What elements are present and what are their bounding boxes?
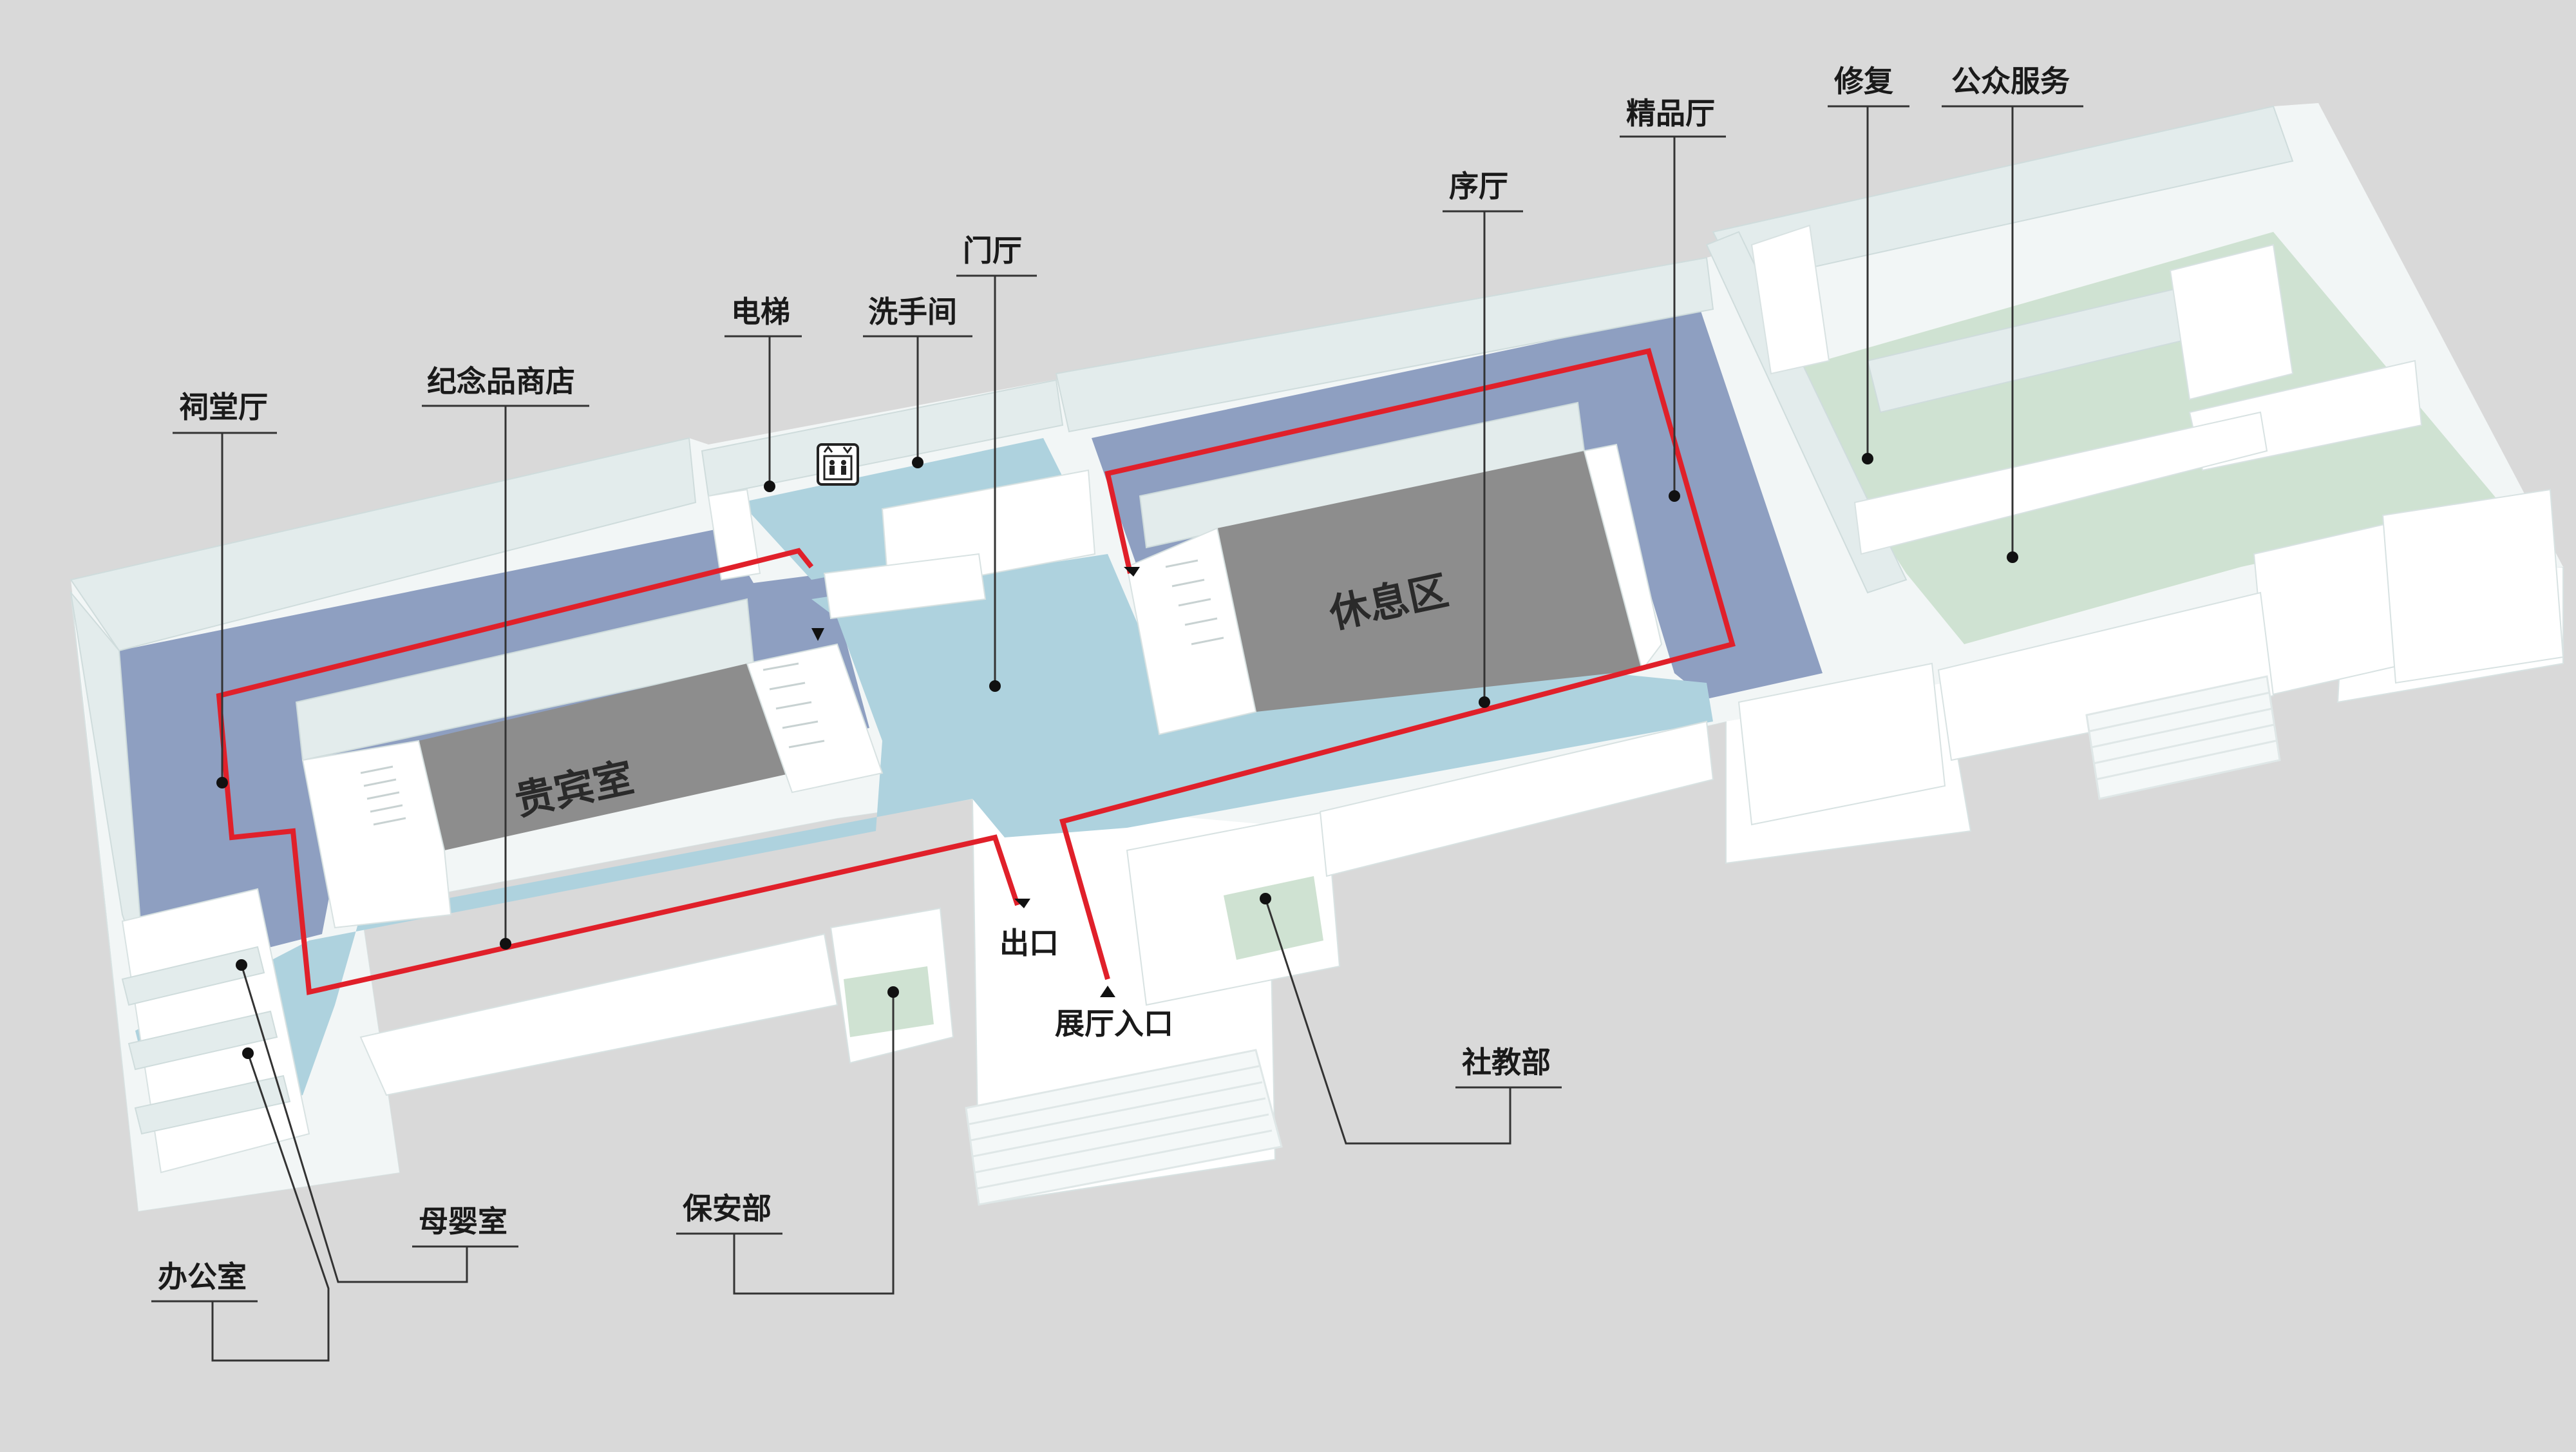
arrow-boutique — [1124, 567, 1140, 577]
callout-lobby: 门厅 — [956, 233, 1037, 692]
callout-public-service: 公众服务 — [1942, 64, 2083, 563]
room-education — [1224, 876, 1323, 960]
svg-text:母婴室: 母婴室 — [419, 1204, 507, 1239]
svg-text:公众服务: 公众服务 — [1951, 64, 2070, 99]
svg-text:序厅: 序厅 — [1449, 169, 1508, 204]
route-entrance-path — [1059, 348, 1736, 980]
label-entrance: 展厅入口 — [1055, 1006, 1173, 1041]
room-vip — [419, 664, 792, 850]
svg-text:电梯: 电梯 — [731, 294, 790, 329]
callout-nursery: 母婴室 — [236, 959, 518, 1283]
svg-text:修复: 修复 — [1834, 64, 1893, 99]
svg-text:祠堂厅: 祠堂厅 — [179, 390, 268, 425]
label-exit: 出口 — [999, 926, 1059, 960]
route-exit-path — [216, 548, 1020, 995]
svg-text:门厅: 门厅 — [963, 233, 1022, 268]
svg-text:纪念品商店: 纪念品商店 — [427, 364, 575, 399]
callout-citang: 祠堂厅 — [173, 390, 277, 788]
stair-vip-left — [360, 765, 406, 826]
callout-souvenir: 纪念品商店 — [422, 364, 589, 950]
svg-text:精品厅: 精品厅 — [1626, 96, 1715, 131]
callout-security: 保安部 — [676, 986, 899, 1295]
callout-prelude: 序厅 — [1443, 169, 1523, 708]
arrow-entrance — [1100, 986, 1115, 997]
callout-office: 办公室 — [151, 1047, 330, 1362]
svg-text:办公室: 办公室 — [158, 1259, 247, 1294]
visitor-route — [216, 348, 1736, 997]
svg-text:保安部: 保安部 — [683, 1191, 772, 1226]
callout-education: 社教部 — [1260, 893, 1562, 1145]
room-rest — [1217, 451, 1642, 712]
callout-washroom: 洗手间 — [863, 294, 972, 468]
callout-boutique: 精品厅 — [1620, 96, 1726, 502]
side-steps — [2085, 675, 2281, 800]
interior-walls — [70, 105, 2564, 1206]
arrow-elevator — [811, 628, 824, 641]
callout-elevator: 电梯 — [724, 294, 802, 492]
callout-restoration: 修复 — [1828, 64, 1909, 464]
elevator-icon — [817, 443, 859, 486]
room-security — [844, 966, 934, 1037]
svg-text:洗手间: 洗手间 — [868, 294, 957, 329]
entrance-steps — [965, 1049, 1283, 1206]
svg-text:社教部: 社教部 — [1462, 1045, 1551, 1080]
arrow-exit — [1014, 899, 1030, 908]
stair-vip-right — [762, 662, 825, 749]
stair-rest — [1165, 559, 1224, 645]
